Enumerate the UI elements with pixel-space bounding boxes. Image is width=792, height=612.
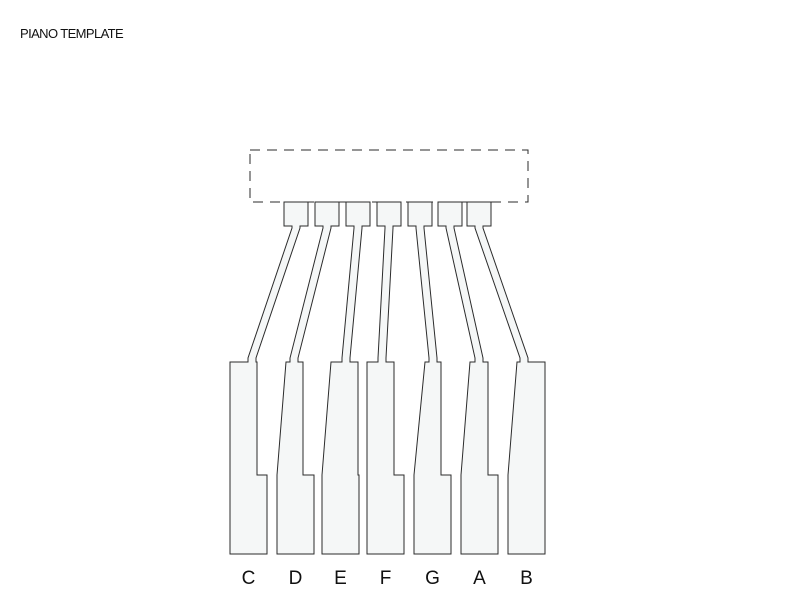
note-label-f: F <box>380 568 392 589</box>
piano-key-b <box>466 201 546 555</box>
note-label-e: E <box>334 568 347 589</box>
note-label-d: D <box>289 568 303 589</box>
key-mount-outline <box>249 149 529 203</box>
piano-key-c <box>229 201 309 555</box>
note-label-c: C <box>242 568 256 589</box>
piano-key-e <box>321 201 371 555</box>
page-title: PIANO TEMPLATE <box>20 26 124 41</box>
note-label-g: G <box>425 568 440 589</box>
piano-key-d <box>276 201 340 555</box>
note-label-b: B <box>520 568 533 589</box>
piano-key-g <box>407 201 452 555</box>
piano-key-a <box>437 201 499 555</box>
piano-keys <box>229 201 546 555</box>
note-label-a: A <box>473 568 486 589</box>
piano-key-f <box>366 201 405 555</box>
